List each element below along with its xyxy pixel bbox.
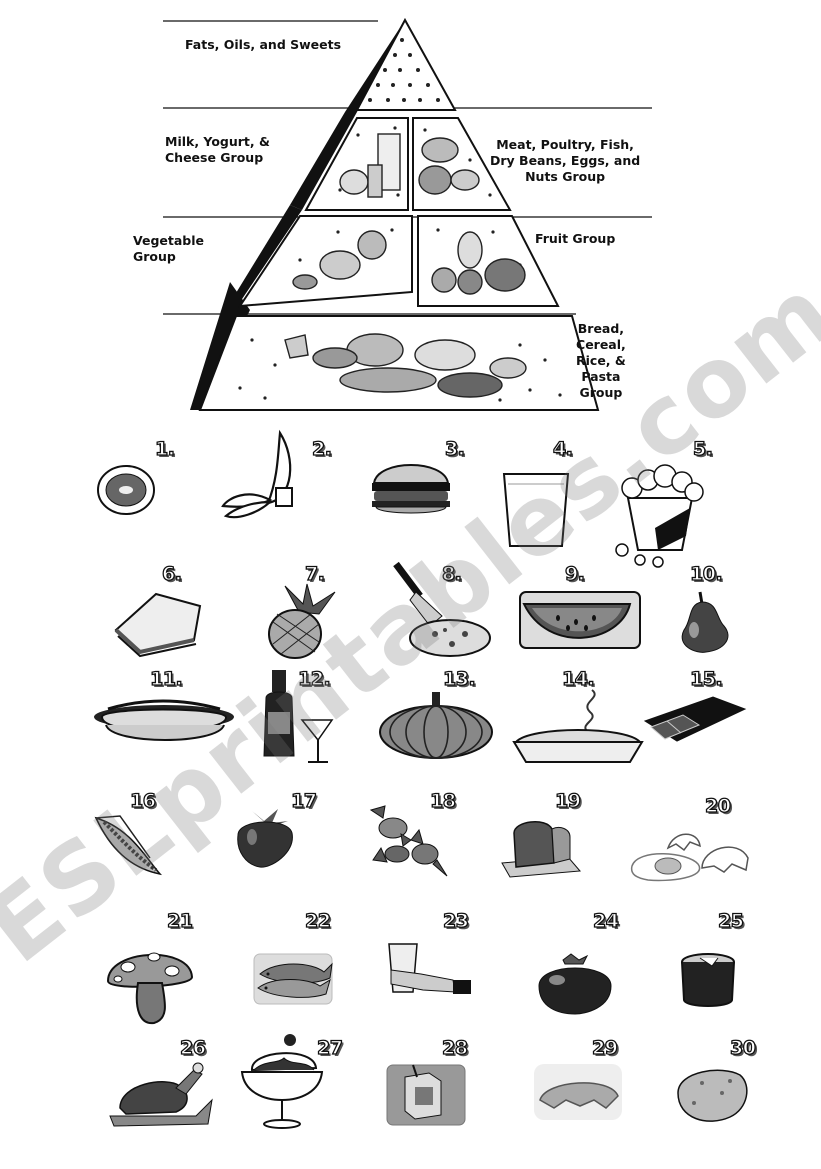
fish-icon: [252, 952, 334, 1008]
food-pyramid: [0, 0, 821, 420]
item-number: 30: [730, 1037, 755, 1059]
pineapple-icon: [265, 582, 345, 660]
hot-dog-icon: [92, 695, 237, 749]
label-bread-group: Bread, Cereal, Rice, & Pasta Group: [576, 321, 626, 401]
item-number: 1.: [155, 438, 174, 460]
item-number: 14.: [562, 668, 594, 690]
label-fats-oils-sweets: Fats, Oils, and Sweets: [185, 37, 341, 53]
item-number: 2.: [312, 438, 331, 460]
watermelon-icon: [518, 590, 642, 652]
ice-cream-sundae-icon: [240, 1032, 325, 1132]
item-number: 19: [555, 790, 580, 812]
roast-chicken-icon: [106, 1060, 216, 1128]
candy-icon: [367, 800, 452, 878]
popcorn-icon: [610, 458, 705, 568]
item-number: 24: [593, 910, 618, 932]
bread-loaf-icon: [500, 815, 582, 877]
label-fruit-group: Fruit Group: [535, 231, 615, 247]
strawberry-icon: [232, 805, 297, 871]
item-number: 21: [167, 910, 192, 932]
label-vegetable-group: Vegetable Group: [133, 233, 204, 265]
item-number: 20: [705, 795, 730, 817]
croissant-icon: [532, 1062, 624, 1124]
chocolate-bar-icon: [643, 695, 747, 747]
pizza-icon: [390, 560, 495, 660]
item-number: 15.: [690, 668, 722, 690]
item-number: 23: [443, 910, 468, 932]
sandwich-icon: [110, 590, 205, 658]
glass-of-milk-icon: [500, 470, 572, 550]
tomato-icon: [535, 952, 615, 1016]
glass-of-water-icon: [383, 940, 478, 1008]
kiwi-icon: [96, 462, 156, 518]
wine-icon: [258, 668, 338, 768]
item-number: 4.: [553, 438, 572, 460]
item-number: 5.: [693, 438, 712, 460]
hamburger-icon: [370, 455, 452, 517]
juice-box-icon: [385, 1063, 467, 1127]
potato-icon: [672, 1063, 750, 1125]
item-number: 11.: [150, 668, 182, 690]
broken-egg-icon: [628, 828, 752, 884]
pear-icon: [676, 590, 736, 654]
item-number: 26: [180, 1037, 205, 1059]
item-number: 9.: [565, 563, 584, 585]
jam-jar-icon: [678, 952, 738, 1010]
pie-icon: [510, 688, 645, 768]
item-number: 13.: [443, 668, 475, 690]
label-milk-group: Milk, Yogurt, & Cheese Group: [165, 134, 270, 166]
item-number: 22: [305, 910, 330, 932]
item-number: 28: [442, 1037, 467, 1059]
item-number: 6.: [162, 563, 181, 585]
corn-icon: [90, 808, 165, 878]
pumpkin-icon: [378, 690, 496, 760]
item-number: 25: [718, 910, 743, 932]
item-number: 29: [592, 1037, 617, 1059]
label-meat-group: Meat, Poultry, Fish, Dry Beans, Eggs, an…: [490, 137, 640, 185]
item-number: 10.: [690, 563, 722, 585]
mushroom-icon: [104, 945, 196, 1027]
banana-icon: [218, 428, 298, 523]
